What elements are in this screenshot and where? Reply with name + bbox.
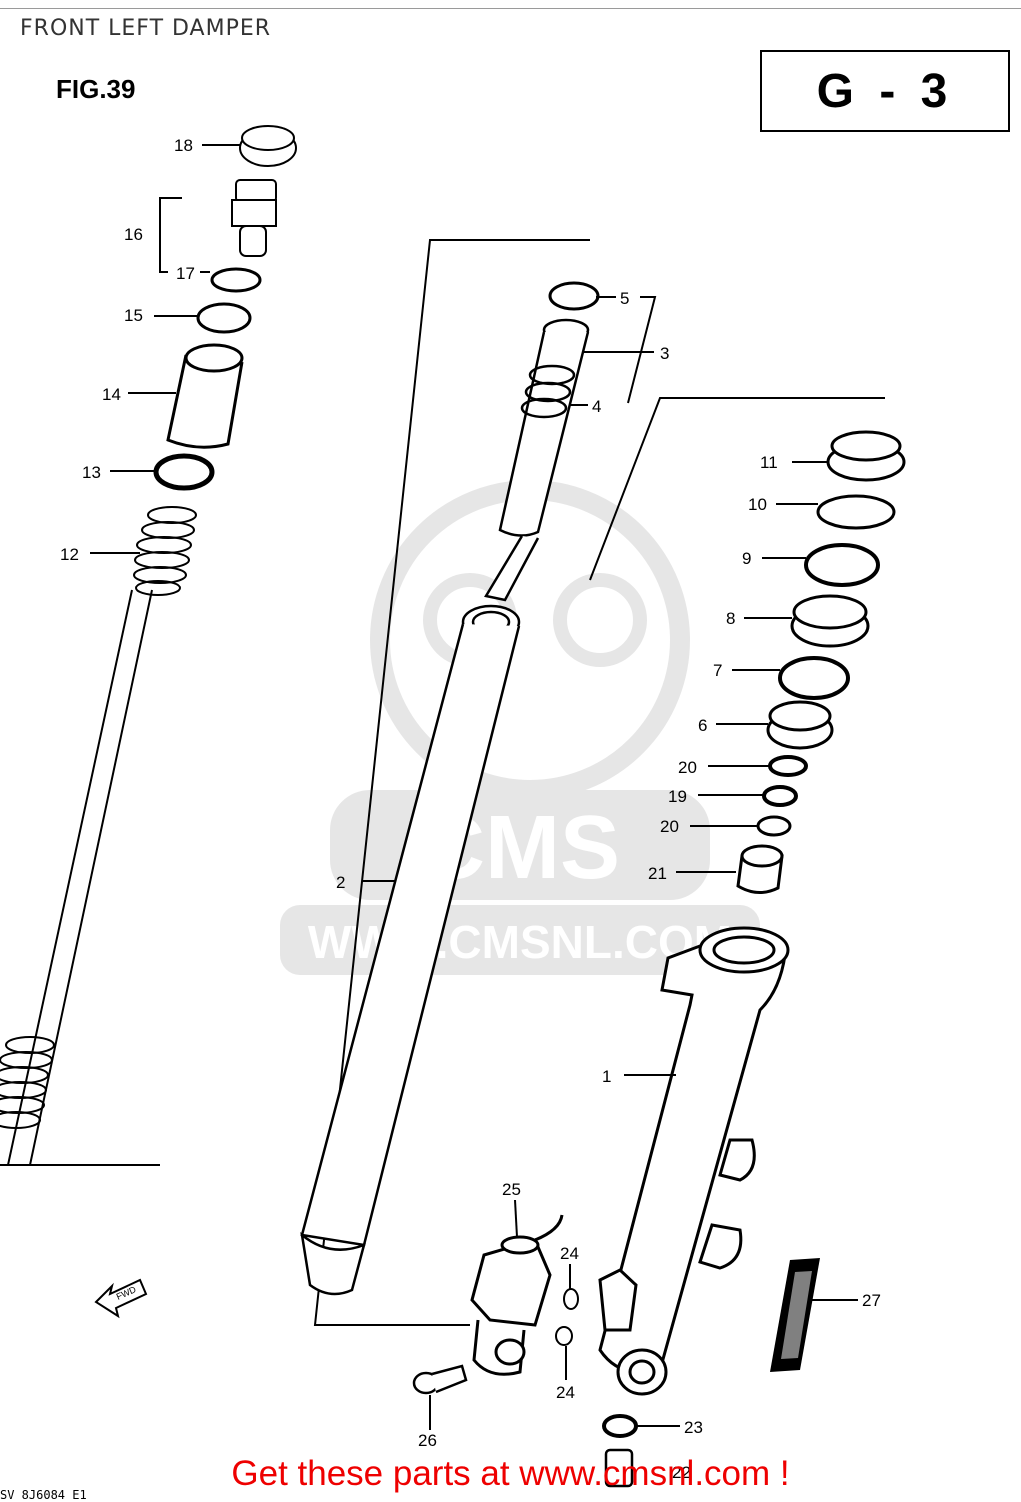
- callout-26: 26: [418, 1431, 437, 1450]
- callout-numbers: 18 16 17 15 14 13 12 5 3 4 11 10 9 8 7 6…: [60, 136, 881, 1482]
- part-21-oil-lock-piece: [736, 844, 784, 894]
- callout-24-upper: 24: [560, 1244, 579, 1263]
- callout-4: 4: [592, 397, 601, 416]
- part-26-bolt: [412, 1364, 468, 1395]
- part-9-washer: [804, 543, 880, 587]
- part-18-cap: [239, 125, 297, 167]
- part-14-spacer: [166, 343, 244, 449]
- diagram-code: SV 8J6084 E1: [0, 1488, 87, 1502]
- part-12-spring-top: [133, 506, 197, 596]
- part-15-washer: [196, 302, 252, 334]
- callout-1: 1: [602, 1067, 611, 1086]
- part-16-bolt: [231, 179, 277, 257]
- part-20-ring-lower: [756, 815, 792, 837]
- callout-10: 10: [748, 495, 767, 514]
- callout-2: 2: [336, 873, 345, 892]
- callout-14: 14: [102, 385, 121, 404]
- section-code-box: G - 3: [760, 50, 1010, 132]
- part-17-ring: [210, 267, 262, 293]
- part-11-dust-seal: [826, 430, 906, 482]
- part-10-circlip: [816, 494, 896, 530]
- callout-13: 13: [82, 463, 101, 482]
- callout-19: 19: [668, 787, 687, 806]
- callout-17: 17: [176, 264, 195, 283]
- part-1-outer-tube: [598, 926, 790, 1396]
- callout-24-lower: 24: [556, 1383, 575, 1402]
- callout-27: 27: [862, 1291, 881, 1310]
- callout-16: 16: [124, 225, 143, 244]
- callout-15: 15: [124, 306, 143, 325]
- callout-18: 18: [174, 136, 193, 155]
- top-rule: [0, 8, 1021, 9]
- callout-20-lower: 20: [660, 817, 679, 836]
- callout-20-upper: 20: [678, 758, 697, 777]
- footer-cta-link[interactable]: Get these parts at www.cmsnl.com !: [231, 1454, 790, 1493]
- callout-3: 3: [660, 344, 669, 363]
- part-2-inner-tube: [300, 604, 521, 1296]
- part-2-damper-rod: [484, 318, 590, 602]
- callout-23: 23: [684, 1418, 703, 1437]
- part-12-spring-bottom: [0, 1036, 55, 1129]
- callout-12: 12: [60, 545, 79, 564]
- part-24-washer-lower: [555, 1326, 573, 1346]
- part-13-washer: [153, 453, 215, 491]
- callout-25: 25: [502, 1180, 521, 1199]
- callout-11: 11: [760, 453, 778, 472]
- part-8-oil-seal: [790, 594, 870, 648]
- part-22-drain-bolt: [604, 1448, 634, 1488]
- part-27-decal: [770, 1258, 820, 1372]
- part-24-washer-upper: [563, 1288, 579, 1310]
- leader-lines: [90, 144, 858, 1430]
- part-7-washer: [778, 656, 850, 700]
- callout-7: 7: [713, 661, 722, 680]
- callout-22: 22: [672, 1463, 691, 1482]
- part-5-circlip: [548, 281, 600, 311]
- page-title: FRONT LEFT DAMPER: [20, 16, 272, 41]
- figure-label: FIG.39: [56, 74, 136, 104]
- callout-9: 9: [742, 549, 751, 568]
- part-19-ring: [762, 785, 798, 807]
- front-direction-arrow: FWD: [94, 1278, 148, 1319]
- callout-5: 5: [620, 289, 629, 308]
- part-23-washer: [602, 1414, 638, 1438]
- group-brackets: [0, 197, 885, 1326]
- part-6-bushing: [766, 700, 834, 750]
- part-25-anti-dive-unit: [470, 1214, 564, 1376]
- callout-21: 21: [648, 864, 667, 883]
- part-20-ring-upper: [768, 755, 808, 777]
- callout-8: 8: [726, 609, 735, 628]
- callout-6: 6: [698, 716, 707, 735]
